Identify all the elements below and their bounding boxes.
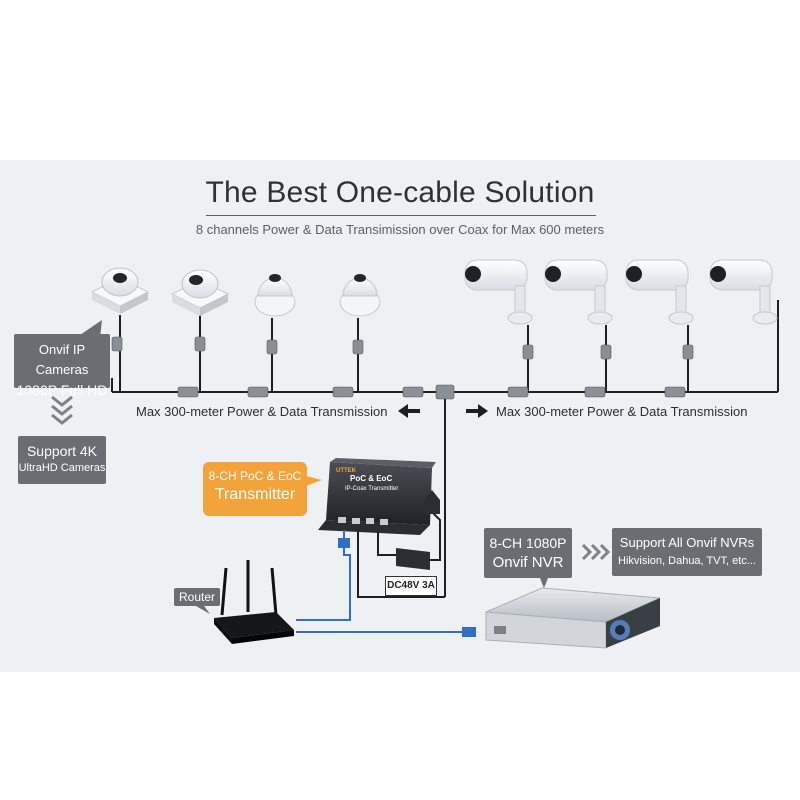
- cameras-label-line2: 1080P Full HD: [16, 382, 108, 398]
- rj45-connector: [338, 538, 350, 548]
- page-subtitle: 8 channels Power & Data Transimission ov…: [195, 222, 605, 237]
- callout-pointer: [306, 476, 322, 486]
- nvr-device: [485, 587, 661, 649]
- bullet-camera-icon: [625, 259, 694, 325]
- power-adapter-icon: [377, 490, 441, 570]
- callout-pointer: [540, 578, 548, 588]
- dome-camera-icon: [170, 269, 230, 316]
- chevron-right-icon: [581, 543, 611, 561]
- nvr-label-line1: 8-CH 1080P: [489, 535, 567, 551]
- bullet-camera-icon: [464, 259, 533, 325]
- callout-pointer: [80, 320, 102, 338]
- page-title: The Best One-cable Solution: [205, 176, 595, 209]
- transmitter-label-line2: Transmitter: [214, 486, 296, 503]
- transmitter-model-line1: PoC & EoC: [350, 474, 392, 483]
- callout-pointer: [196, 606, 210, 614]
- dome-camera-icon: [339, 274, 381, 317]
- transmitter-device: [318, 458, 436, 535]
- router-device: [214, 560, 294, 644]
- transmitter-label-line1: 8-CH PoC & EoC: [208, 469, 302, 483]
- transmission-right-text: Max 300-meter Power & Data Transmission: [496, 404, 748, 419]
- arrow-right-icon: [466, 404, 488, 418]
- transmitter-model-line2: IP-Coax Transmitter: [345, 486, 398, 492]
- bnc-connectors: [111, 336, 694, 400]
- bullet-camera-icon: [544, 259, 613, 325]
- support-4k-line2: UltraHD Cameras: [18, 462, 106, 474]
- dome-camera-icon: [90, 267, 150, 314]
- trunk-coax: [357, 399, 446, 598]
- cameras-label: Onvif IP Cameras 1080P Full HD: [14, 334, 110, 398]
- transmission-left-text: Max 300-meter Power & Data Transmission: [136, 404, 388, 419]
- nvr-label-line2: Onvif NVR: [492, 554, 564, 571]
- nvr-label: 8-CH 1080P Onvif NVR: [484, 528, 572, 578]
- cameras-label-line1: Onvif IP Cameras: [35, 342, 89, 377]
- nvr-support-label: Support All Onvif NVRs Hikvision, Dahua,…: [612, 528, 762, 576]
- transmitter-label: 8-CH PoC & EoC Transmitter: [203, 462, 307, 516]
- power-supply-label: DC48V 3A: [385, 576, 437, 596]
- rj45-connector: [462, 627, 476, 637]
- nvr-support-line1: Support All Onvif NVRs: [619, 535, 755, 550]
- nvr-support-line2: Hikvision, Dahua, TVT, etc...: [618, 555, 756, 567]
- bullet-camera-icon: [709, 259, 778, 325]
- support-4k-line1: Support 4K: [26, 443, 98, 459]
- chevron-down-icon: [51, 395, 73, 425]
- dome-camera-icon: [254, 274, 296, 317]
- support-4k-label: Support 4K UltraHD Cameras: [18, 436, 106, 484]
- arrow-left-icon: [398, 404, 420, 418]
- router-label: Router: [174, 588, 220, 606]
- transmitter-brand: UTTEK: [336, 468, 357, 474]
- title-divider: [206, 215, 596, 216]
